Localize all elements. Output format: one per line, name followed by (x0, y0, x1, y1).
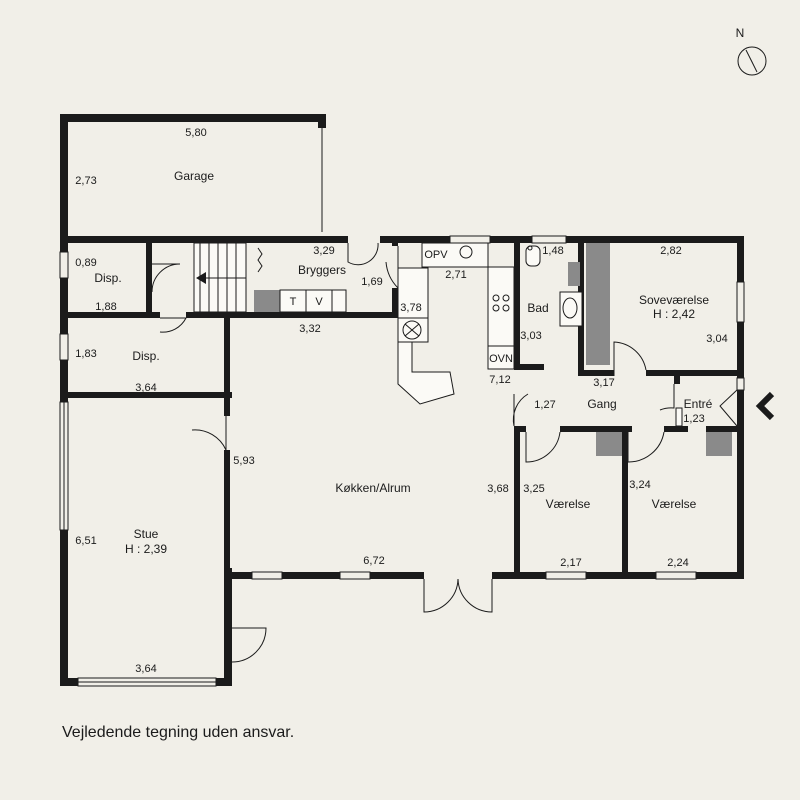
dim-disp2-width: 3,64 (135, 382, 156, 394)
dim-entre-width: 1,23 (683, 413, 704, 425)
dim-stue-height: 6,51 (75, 535, 96, 547)
disclaimer-text: Vejledende tegning uden ansvar. (62, 724, 295, 741)
room-garage: Garage (174, 169, 214, 183)
dim-vaer1-width: 2,17 (560, 557, 581, 569)
dim-garage-height: 2,73 (75, 175, 96, 187)
room-vaerelse-1: Værelse (546, 497, 591, 511)
dim-disp1-height: 0,89 (75, 257, 96, 269)
stairs (193, 242, 247, 313)
room-entre: Entré (684, 397, 713, 411)
dryer-label: V (315, 296, 323, 308)
dim-sove-width: 2,82 (660, 245, 681, 257)
compass-circle (737, 46, 767, 76)
windows (59, 235, 745, 687)
entrance-arrow-icon (755, 391, 775, 421)
room-bad: Bad (527, 301, 548, 315)
wood-stove-icon (402, 320, 422, 340)
dim-vaer2-width: 2,24 (667, 557, 688, 569)
dim-stue-width: 3,64 (135, 663, 156, 675)
compass-north-label: N (736, 26, 745, 40)
room-stue-height: H : 2,39 (125, 542, 167, 556)
dim-bryggers-width: 3,29 (313, 245, 334, 257)
dim-bryggers-width-2: 3,32 (299, 323, 320, 335)
dim-kokken-width: 6,72 (363, 555, 384, 567)
stairs-arrow-icon (196, 272, 206, 284)
opv-label: OPV (424, 249, 448, 261)
walls (60, 114, 744, 686)
dim-bryggers-height: 1,69 (361, 276, 382, 288)
dim-kokken-height-2: 3,68 (487, 483, 508, 495)
dim-sove-height: 3,04 (706, 333, 727, 345)
kitchen-counter-side (487, 266, 515, 370)
bryggers-cabinet (254, 290, 280, 312)
doors (151, 242, 738, 663)
fixture-labels: OPV OVN (424, 249, 513, 365)
room-stue: Stue (134, 527, 159, 541)
fixtures: T V (193, 242, 775, 456)
room-vaerelse-2: Værelse (652, 497, 697, 511)
washer-label: T (290, 296, 297, 308)
dim-bad-width: 1,48 (542, 245, 563, 257)
wardrobe-vaerelse-1 (596, 432, 622, 456)
bathroom-sink-icon (562, 297, 578, 319)
dim-gang-length: 7,12 (489, 374, 510, 386)
wardrobe-vaerelse-2 (706, 432, 732, 456)
stove-burner-icon (492, 294, 500, 302)
room-disp-2: Disp. (132, 349, 159, 363)
room-kokken: Køkken/Alrum (335, 481, 410, 495)
dim-disp1-width: 1,88 (95, 301, 116, 313)
room-gang: Gang (587, 397, 616, 411)
sink-icon (459, 245, 473, 259)
dim-kokken-height: 5,93 (233, 455, 254, 467)
dim-kitchen-b: 3,78 (400, 302, 421, 314)
dim-vaer1-height: 3,25 (523, 483, 544, 495)
kitchen-counter-top (421, 242, 489, 268)
dim-bad-height: 3,03 (520, 330, 541, 342)
room-disp-1: Disp. (94, 271, 121, 285)
room-bryggers: Bryggers (298, 263, 346, 277)
compass: N (736, 26, 767, 76)
dim-gang-height: 1,27 (534, 399, 555, 411)
radiator-icon (257, 247, 263, 273)
room-sovevaerelse: Soveværelse (639, 293, 709, 307)
room-labels: Garage Disp. Bryggers Disp. Stue H : 2,3… (94, 169, 712, 556)
dim-kitchen-a: 2,71 (445, 269, 466, 281)
dimension-labels: 5,80 2,73 0,89 1,88 3,29 1,69 3,32 1,83 … (75, 127, 727, 675)
ovn-label: OVN (489, 353, 513, 365)
dim-vaer2-height: 3,24 (629, 479, 650, 491)
wardrobe-sove (586, 243, 610, 365)
room-sovevaerelse-height: H : 2,42 (653, 307, 695, 321)
kitchen-island (397, 341, 455, 405)
toilet-fixture (525, 245, 541, 267)
dim-disp2-height: 1,83 (75, 348, 96, 360)
dim-gang-width: 3,17 (593, 377, 614, 389)
dim-garage-width: 5,80 (185, 127, 206, 139)
